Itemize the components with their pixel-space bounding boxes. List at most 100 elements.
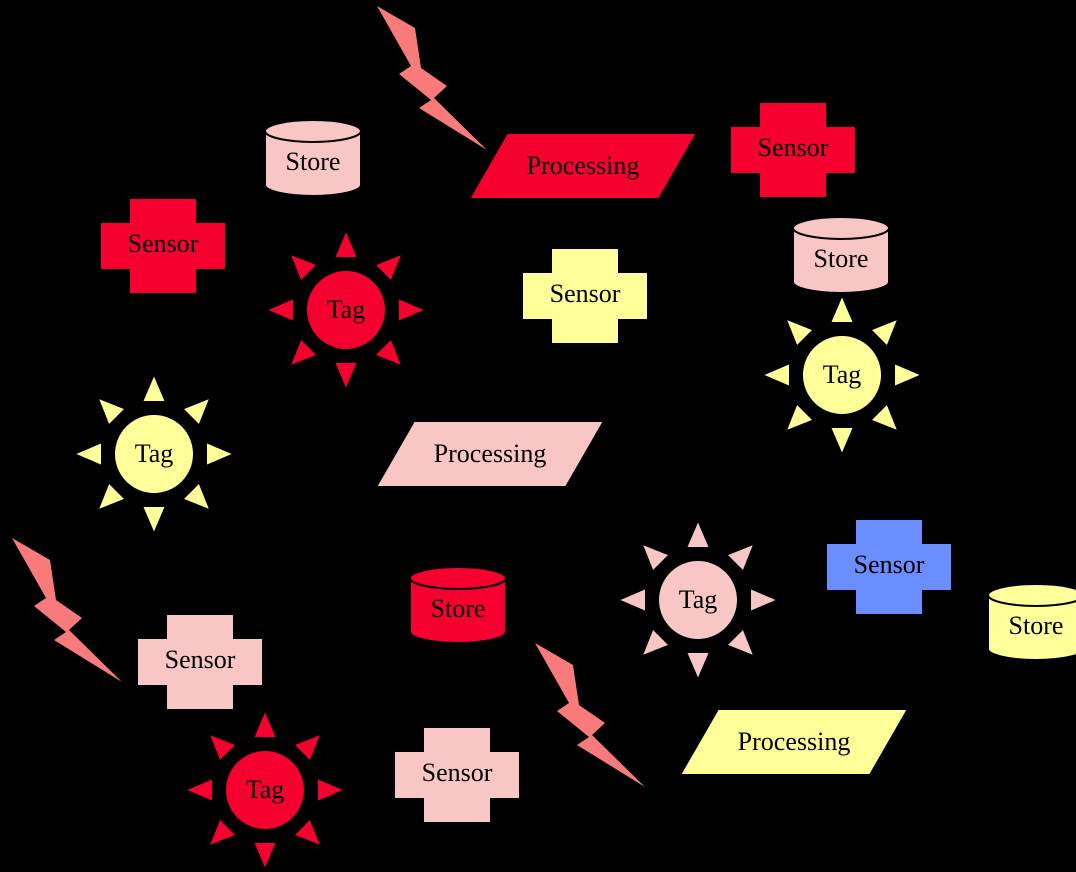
- tag-node[interactable]: Tag: [759, 292, 925, 458]
- lightning-bolt-icon: [377, 6, 487, 150]
- sun-ray: [140, 371, 168, 403]
- sun-ray: [71, 440, 103, 468]
- parallelogram-shape: [374, 420, 606, 488]
- sun-ray: [828, 292, 856, 324]
- cylinder-top: [792, 216, 890, 240]
- sensor-node[interactable]: Sensor: [729, 101, 857, 199]
- tag-4-label: Tag: [679, 585, 718, 614]
- tag-2-label: Tag: [823, 360, 862, 389]
- sun-ray: [639, 541, 672, 574]
- cross-shape: [136, 613, 264, 711]
- sun-ray: [140, 505, 168, 537]
- sun-ray: [724, 626, 757, 659]
- sun-ray: [397, 296, 429, 324]
- sensor-node[interactable]: Sensor: [825, 518, 953, 616]
- sun-ray: [291, 731, 324, 764]
- sun-ray: [206, 816, 239, 849]
- processing-node[interactable]: Processing: [374, 420, 606, 488]
- sensor-node[interactable]: Sensor: [136, 613, 264, 711]
- sun-ray: [332, 361, 360, 393]
- processing-2-label: Processing: [434, 439, 547, 468]
- sun-ray: [251, 841, 279, 872]
- sun-ray: [287, 336, 320, 369]
- sun-ray: [180, 395, 213, 428]
- sun-ray: [95, 395, 128, 428]
- sensor-node[interactable]: Sensor: [393, 726, 521, 824]
- sun-ray: [828, 426, 856, 458]
- cross-shape: [99, 197, 227, 295]
- store-node[interactable]: Store: [987, 583, 1076, 661]
- sun-disc: [801, 334, 883, 416]
- sun-ray: [759, 361, 791, 389]
- tag-node[interactable]: Tag: [263, 227, 429, 393]
- tag-node[interactable]: Tag: [71, 371, 237, 537]
- lightning-bolt-icon: [535, 643, 645, 787]
- tag-node[interactable]: Tag: [615, 517, 781, 683]
- store-node[interactable]: Store: [792, 216, 890, 294]
- sun-ray: [639, 626, 672, 659]
- cross-shape: [393, 726, 521, 824]
- tag-5-label: Tag: [246, 775, 285, 804]
- processing-node[interactable]: Processing: [678, 708, 910, 776]
- sun-ray: [783, 401, 816, 434]
- cylinder-top: [264, 119, 362, 143]
- comm-node[interactable]: Comm: [12, 538, 122, 682]
- sun-disc: [113, 413, 195, 495]
- comm-node[interactable]: Comm: [377, 6, 487, 150]
- store-1-label: Store: [286, 147, 341, 176]
- sun-ray: [724, 541, 757, 574]
- sensor-node[interactable]: Sensor: [521, 247, 649, 345]
- sun-ray: [783, 316, 816, 349]
- sensor-1-label: Sensor: [758, 133, 829, 162]
- tag-3-label: Tag: [135, 439, 174, 468]
- sun-ray: [180, 480, 213, 513]
- sensor-2-label: Sensor: [128, 229, 199, 258]
- sensor-node[interactable]: Sensor: [99, 197, 227, 295]
- cross-shape: [521, 247, 649, 345]
- sun-disc: [224, 749, 306, 831]
- sun-ray: [287, 251, 320, 284]
- sun-ray: [372, 251, 405, 284]
- tag-node[interactable]: Tag: [182, 707, 348, 872]
- sun-ray: [684, 517, 712, 549]
- sun-ray: [749, 586, 781, 614]
- processing-3-label: Processing: [738, 727, 851, 756]
- sun-disc: [305, 269, 387, 351]
- cross-shape: [825, 518, 953, 616]
- sun-ray: [615, 586, 647, 614]
- sun-ray: [332, 227, 360, 259]
- comm-node[interactable]: Comm: [535, 643, 645, 787]
- sun-disc: [657, 559, 739, 641]
- sensor-3-label: Sensor: [550, 279, 621, 308]
- sensor-4-label: Sensor: [854, 550, 925, 579]
- sun-ray: [372, 336, 405, 369]
- sun-ray: [251, 707, 279, 739]
- sun-ray: [263, 296, 295, 324]
- sun-ray: [868, 401, 901, 434]
- parallelogram-shape: [467, 132, 699, 200]
- sun-ray: [291, 816, 324, 849]
- sun-ray: [316, 776, 348, 804]
- sun-ray: [205, 440, 237, 468]
- sun-ray: [182, 776, 214, 804]
- sun-ray: [684, 651, 712, 683]
- store-node[interactable]: Store: [264, 119, 362, 197]
- parallelogram-shape: [678, 708, 910, 776]
- store-2-label: Store: [814, 244, 869, 273]
- lightning-bolt-icon: [12, 538, 122, 682]
- sun-ray: [206, 731, 239, 764]
- cylinder-top: [987, 583, 1076, 607]
- store-4-label: Store: [1009, 611, 1064, 640]
- sun-ray: [95, 480, 128, 513]
- sensor-6-label: Sensor: [422, 758, 493, 787]
- processing-1-label: Processing: [527, 151, 640, 180]
- store-node[interactable]: Store: [409, 566, 507, 644]
- sun-ray: [893, 361, 925, 389]
- cylinder-top: [409, 566, 507, 590]
- cross-shape: [729, 101, 857, 199]
- processing-node[interactable]: Processing: [467, 132, 699, 200]
- sensor-5-label: Sensor: [165, 645, 236, 674]
- tag-1-label: Tag: [327, 295, 366, 324]
